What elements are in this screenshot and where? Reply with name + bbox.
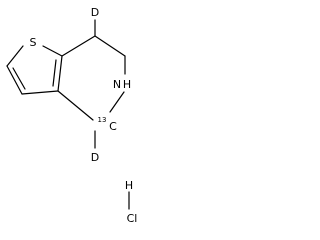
bond-c3-c3a	[21, 90, 59, 95]
bond-c3a-c7a-double	[52, 59, 57, 87]
bond-s-c7a	[42, 45, 63, 57]
atom-nitrogen-label: N	[113, 78, 121, 91]
atom-deuterium-top-label: D	[91, 6, 99, 19]
bond-c4-c3a	[57, 90, 94, 121]
isotope-mass-label: 13	[98, 116, 107, 124]
bond-c7a-c7	[61, 35, 96, 57]
atom-carbon-13-label: C	[109, 120, 117, 133]
bond-s-c2	[6, 45, 24, 67]
atom-amine-hydrogen-label: H	[123, 78, 131, 91]
bond-n-c4	[109, 91, 125, 113]
atom-deuterium-bottom-label: D	[91, 151, 99, 164]
bond-c3a-c7a	[57, 55, 63, 92]
atom-sulfur-label: S	[30, 36, 37, 49]
molecule-structure-diagram: S D N H 13 C D H Cl	[6, 6, 138, 225]
salt-chlorine-label: Cl	[127, 212, 138, 225]
salt-hydrogen-label: H	[125, 179, 133, 192]
bond-c2-c3	[6, 65, 23, 95]
bond-c7-c6	[94, 35, 126, 57]
bond-c2-c3-double	[12, 67, 26, 90]
